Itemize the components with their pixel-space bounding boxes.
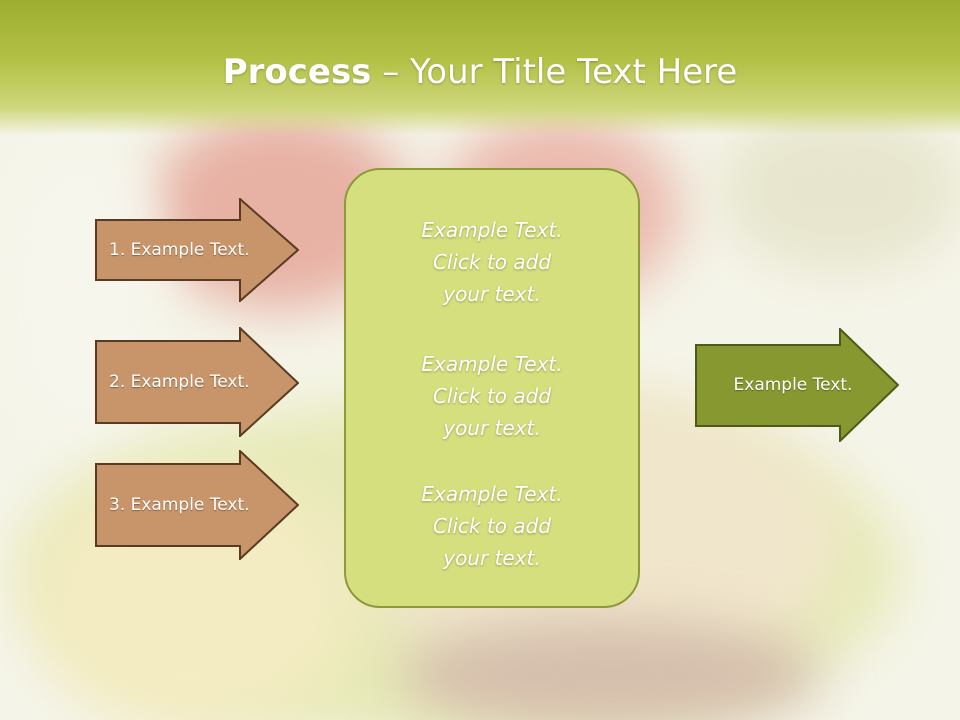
process-step-3-label: 3. Example Text.: [109, 495, 250, 515]
process-step-1-label: 1. Example Text.: [109, 240, 250, 260]
arrow-shape: [95, 327, 299, 437]
title-bar: [0, 0, 960, 135]
center-line: your text.: [443, 416, 541, 440]
center-paragraph-1: Example Text. Click to add your text.: [346, 214, 638, 310]
process-step-2-label: 2. Example Text.: [109, 372, 250, 392]
title-rest: – Your Title Text Here: [371, 52, 738, 92]
center-content-box[interactable]: Example Text. Click to add your text. Ex…: [344, 168, 640, 608]
center-paragraph-2: Example Text. Click to add your text.: [346, 348, 638, 444]
result-arrow[interactable]: Example Text.: [695, 328, 899, 442]
center-line: your text.: [443, 282, 541, 306]
center-line: Example Text.: [421, 352, 563, 376]
result-arrow-label: Example Text.: [733, 375, 853, 395]
slide-title: Process – Your Title Text Here: [0, 52, 960, 92]
center-line: Click to add: [432, 384, 552, 408]
center-line: Click to add: [432, 514, 552, 538]
title-bold: Process: [222, 52, 372, 92]
center-paragraph-3: Example Text. Click to add your text.: [346, 478, 638, 574]
center-line: your text.: [443, 546, 541, 570]
process-step-3-arrow[interactable]: 3. Example Text.: [95, 450, 299, 560]
arrow-shape: [695, 328, 899, 442]
process-step-2-arrow[interactable]: 2. Example Text.: [95, 327, 299, 437]
arrow-shape: [95, 450, 299, 560]
arrow-shape: [95, 198, 299, 302]
center-line: Example Text.: [421, 482, 563, 506]
process-step-1-arrow[interactable]: 1. Example Text.: [95, 198, 299, 302]
center-line: Click to add: [432, 250, 552, 274]
center-line: Example Text.: [421, 218, 563, 242]
